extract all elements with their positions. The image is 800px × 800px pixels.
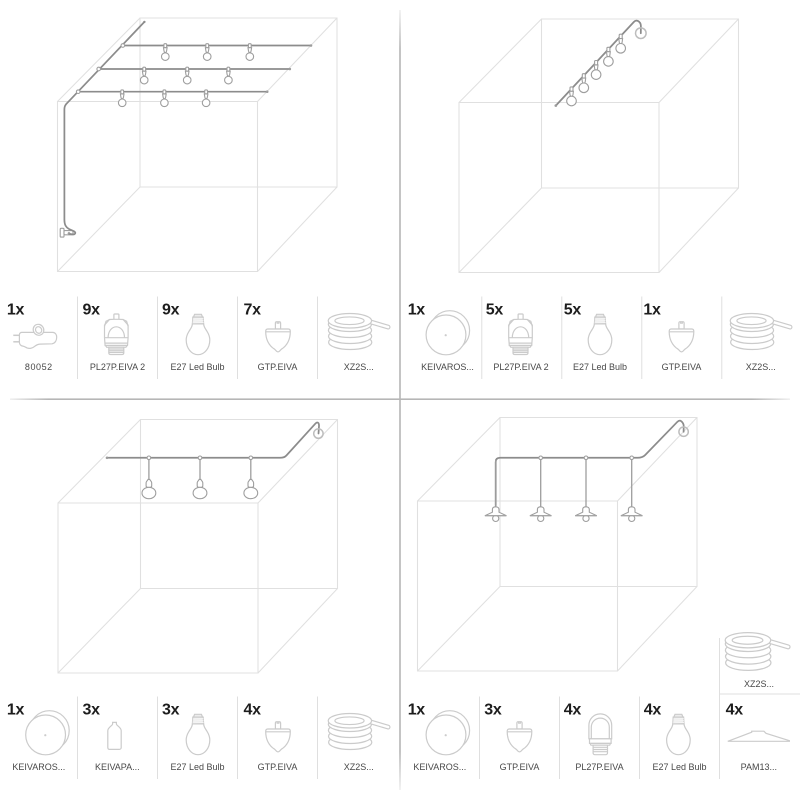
svg-text:4x: 4x [644, 702, 662, 719]
svg-text:1x: 1x [408, 302, 426, 319]
svg-text:7x: 7x [244, 302, 262, 319]
svg-text:4x: 4x [564, 702, 582, 719]
svg-text:XZ2S...: XZ2S... [344, 762, 374, 772]
svg-text:PL27P.EIVA: PL27P.EIVA [575, 762, 623, 772]
svg-text:5x: 5x [564, 302, 582, 319]
svg-text:KEIVAPA...: KEIVAPA... [95, 762, 140, 772]
svg-text:E27 Led Bulb: E27 Led Bulb [170, 762, 224, 772]
svg-text:PAM13...: PAM13... [741, 762, 777, 772]
svg-text:E27 Led Bulb: E27 Led Bulb [170, 362, 224, 372]
svg-text:KEIVAROS...: KEIVAROS... [12, 762, 65, 772]
svg-text:GTP.EIVA: GTP.EIVA [258, 362, 298, 372]
svg-text:GTP.EIVA: GTP.EIVA [500, 762, 540, 772]
svg-text:3x: 3x [162, 702, 180, 719]
svg-text:1x: 1x [7, 302, 25, 319]
svg-text:XZ2S...: XZ2S... [744, 679, 774, 689]
svg-text:E27 Led Bulb: E27 Led Bulb [573, 362, 627, 372]
svg-text:XZ2S...: XZ2S... [746, 362, 776, 372]
svg-text:KEIVAROS...: KEIVAROS... [413, 762, 466, 772]
svg-text:KEIVAROS...: KEIVAROS... [421, 362, 474, 372]
svg-text:3x: 3x [83, 702, 101, 719]
svg-text:4x: 4x [244, 702, 262, 719]
svg-text:1x: 1x [643, 302, 661, 319]
svg-text:9x: 9x [83, 302, 101, 319]
svg-text:PL27P.EIVA 2: PL27P.EIVA 2 [90, 362, 145, 372]
svg-text:9x: 9x [162, 302, 180, 319]
svg-text:XZ2S...: XZ2S... [344, 362, 374, 372]
svg-text:4x: 4x [726, 702, 744, 719]
svg-text:80052: 80052 [25, 362, 53, 372]
svg-text:GTP.EIVA: GTP.EIVA [258, 762, 298, 772]
svg-text:5x: 5x [486, 302, 504, 319]
svg-text:E27 Led Bulb: E27 Led Bulb [652, 762, 706, 772]
svg-text:1x: 1x [408, 702, 426, 719]
svg-text:3x: 3x [484, 702, 502, 719]
svg-text:1x: 1x [7, 702, 25, 719]
svg-text:GTP.EIVA: GTP.EIVA [662, 362, 702, 372]
svg-text:PL27P.EIVA 2: PL27P.EIVA 2 [493, 362, 548, 372]
